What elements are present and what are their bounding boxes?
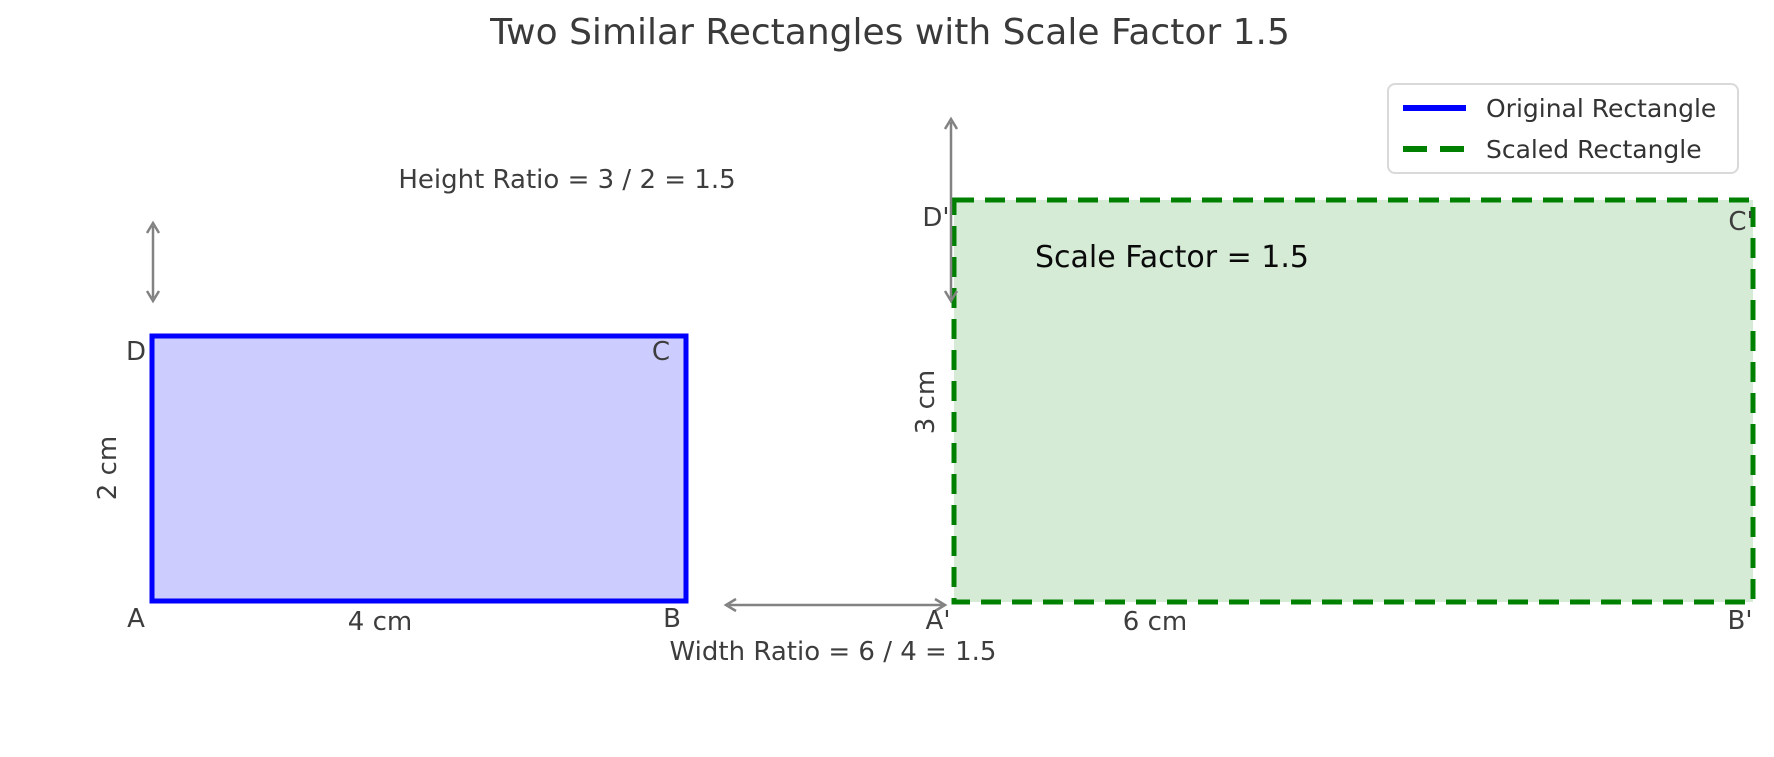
scaled-width-label: 6 cm: [1122, 607, 1188, 637]
legend-label-original: Original Rectangle: [1486, 93, 1717, 123]
width-arrow-icon: [723, 597, 948, 613]
height-ratio-annotation: Height Ratio = 3 / 2 = 1.5: [398, 165, 736, 195]
height-arrow-original-icon: [145, 220, 161, 304]
scaled-rectangle-shape: [951, 197, 1756, 605]
scaled-height-label: 3 cm: [911, 369, 941, 435]
legend-label-scaled: Scaled Rectangle: [1486, 134, 1702, 164]
figure-title: Two Similar Rectangles with Scale Factor…: [490, 12, 1290, 53]
corner-label-a: A: [127, 604, 145, 634]
legend-item-original: Original Rectangle: [1403, 94, 1723, 123]
corner-label-c: C: [651, 337, 671, 367]
legend-item-scaled: Scaled Rectangle: [1403, 135, 1723, 164]
width-ratio-annotation: Width Ratio = 6 / 4 = 1.5: [669, 637, 997, 667]
original-height-label: 2 cm: [93, 435, 123, 501]
legend-line-original-icon: [1403, 105, 1466, 111]
corner-label-b: B: [663, 604, 681, 634]
corner-label-d-prime: D': [922, 203, 950, 233]
corner-label-c-prime: C': [1728, 207, 1754, 237]
height-arrow-scaled-icon: [943, 116, 959, 304]
original-rectangle-shape: [149, 333, 689, 604]
corner-label-a-prime: A': [925, 606, 951, 636]
legend: Original Rectangle Scaled Rectangle: [1387, 83, 1739, 174]
legend-line-scaled-icon: [1403, 146, 1466, 152]
corner-label-d: D: [125, 337, 147, 367]
corner-label-b-prime: B': [1727, 606, 1753, 636]
original-width-label: 4 cm: [347, 607, 413, 637]
scale-factor-annotation: Scale Factor = 1.5: [1035, 240, 1309, 275]
